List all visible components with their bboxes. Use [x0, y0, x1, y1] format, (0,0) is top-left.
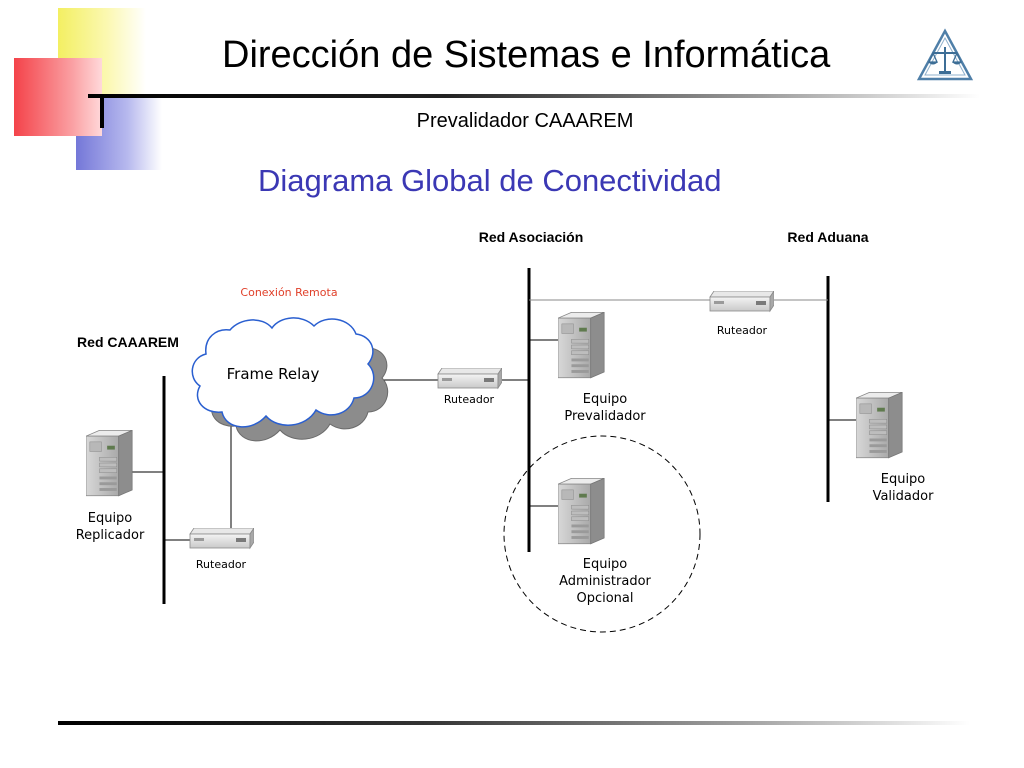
router-aduana-icon — [709, 291, 774, 312]
scales-of-justice-logo-icon — [916, 28, 974, 81]
server-administrador-label-3: Opcional — [576, 591, 633, 606]
network-caaarem-label: Red CAAAREM — [77, 334, 179, 350]
server-administrador-label-2: Administrador — [559, 574, 651, 589]
diagram-title: Diagrama Global de Conectividad — [258, 163, 722, 198]
title-rule-vertical — [100, 94, 104, 128]
server-prevalidador-label-1: Equipo — [583, 392, 628, 407]
server-replicador-icon — [86, 430, 133, 497]
server-prevalidador-icon — [558, 312, 605, 379]
page-title: Dirección de Sistemas e Informática — [222, 34, 831, 76]
router-asociacion-label: Ruteador — [444, 393, 495, 406]
network-aduana-label: Red Aduana — [787, 229, 868, 245]
router-asociacion-icon — [437, 368, 502, 389]
server-administrador-label-1: Equipo — [583, 557, 628, 572]
server-replicador-label-2: Replicador — [76, 528, 145, 543]
decor-square-red — [14, 58, 102, 136]
router-caaarem-label: Ruteador — [196, 558, 247, 571]
server-prevalidador-label-2: Prevalidador — [564, 409, 646, 424]
optional-equipment-circle — [503, 435, 701, 633]
remote-connection-caption: Conexión Remota — [240, 286, 337, 299]
network-asociacion-label: Red Asociación — [479, 229, 584, 245]
server-administrador-icon — [558, 478, 605, 545]
title-underline — [88, 94, 980, 98]
server-validador-label-1: Equipo — [881, 472, 926, 487]
router-aduana-label: Ruteador — [717, 324, 768, 337]
server-validador-icon — [856, 392, 903, 459]
page-subtitle: Prevalidador CAAAREM — [416, 110, 634, 132]
router-caaarem-icon — [189, 528, 254, 549]
footer-rule — [58, 721, 970, 725]
cloud-label: Frame Relay — [227, 365, 320, 383]
frame-relay-cloud-icon — [191, 317, 389, 442]
server-replicador-label-1: Equipo — [88, 511, 133, 526]
server-validador-label-2: Validador — [873, 489, 934, 504]
